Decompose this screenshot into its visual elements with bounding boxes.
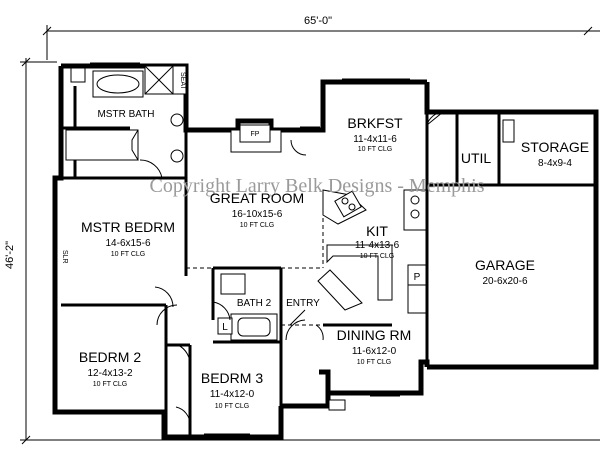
mstr-bath-name: MSTR BATH (97, 109, 154, 120)
bath2-fixtures (217, 273, 278, 341)
utility-door (426, 111, 444, 126)
great-room-name: GREAT ROOM (210, 190, 304, 206)
seat-label: SEAT (179, 72, 186, 90)
bedrm3-name: BEDRM 3 (201, 370, 263, 386)
great-room-dims: 16-10x15-6 (232, 209, 283, 220)
fireplace (230, 124, 282, 153)
bedrm2-name: BEDRM 2 (79, 349, 141, 365)
linen-label: L (222, 322, 228, 333)
fireplace-label: FP (251, 131, 260, 138)
brkfst-dims: 11-4x11-6 (353, 134, 397, 145)
garage-dims: 20-6x20-6 (482, 276, 527, 287)
bedrm2-dims: 12-4x13-2 (87, 368, 132, 379)
brkfst-ceiling: 10 FT CLG (358, 146, 393, 153)
bedrm3-dims: 11-4x12-0 (210, 389, 255, 400)
mstr-bedrm-dims: 14-6x15-6 (105, 238, 150, 249)
width-dimension-line (42, 25, 600, 60)
bedrm2-ceiling: 10 FT CLG (93, 381, 128, 388)
storage-unit (502, 119, 515, 143)
dining-dims: 11-6x12-0 (352, 346, 397, 357)
entry-step (328, 399, 346, 411)
windows (55, 62, 410, 435)
bedrm3-ceiling: 10 FT CLG (215, 403, 250, 410)
bath2-name: BATH 2 (237, 298, 272, 309)
mstr-bedrm-ceiling: 10 FT CLG (111, 251, 146, 258)
kit-name: KIT (366, 223, 388, 239)
storage-name: STORAGE (521, 139, 589, 155)
master-bath-fixtures (65, 65, 187, 163)
width-label: 65'-0" (304, 15, 332, 27)
kit-ceiling: 10 FT CLG (360, 253, 395, 260)
garage-name: GARAGE (475, 257, 535, 273)
util-name: UTIL (461, 150, 492, 166)
copyright-watermark: Copyright Larry Belk Designs - Memphis (150, 175, 485, 197)
brkfst-name: BRKFST (347, 115, 403, 131)
pantry-label: P (414, 272, 421, 283)
dining-name: DINING RM (337, 327, 412, 343)
dining-ceiling: 10 FT CLG (357, 359, 392, 366)
depth-label: 46'-2" (4, 241, 16, 269)
depth-dimension-line (20, 57, 600, 445)
shelf-label: SLR (61, 250, 68, 264)
kitchen-counters (317, 189, 427, 314)
storage-dims: 8-4x9-4 (538, 158, 572, 169)
kit-dims: 11-4x13-6 (355, 240, 400, 251)
master-bath-door (139, 159, 163, 179)
entry-name: ENTRY (286, 298, 320, 309)
door-swings (154, 139, 324, 426)
great-room-ceiling: 10 FT CLG (240, 222, 275, 229)
mstr-bedrm-name: MSTR BEDRM (81, 219, 175, 235)
